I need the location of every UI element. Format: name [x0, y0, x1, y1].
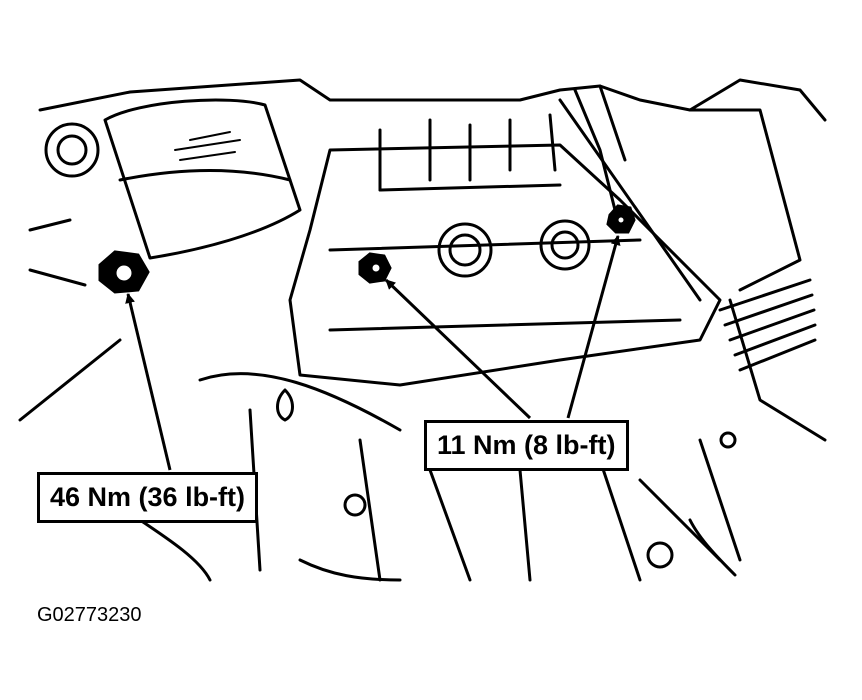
arrow-center	[384, 278, 532, 420]
torque-callout-right: 11 Nm (8 lb-ft)	[424, 420, 629, 471]
torque-callout-left: 46 Nm (36 lb-ft)	[37, 472, 259, 523]
figure-id: G02773230	[37, 604, 142, 626]
right-pipe	[688, 108, 802, 292]
arrow-right	[566, 235, 621, 419]
left-boss	[44, 122, 100, 178]
manifold-body	[288, 143, 722, 387]
lower-bolt-right	[646, 541, 674, 569]
lower-bolt-left	[343, 493, 367, 517]
coolant-hose	[103, 98, 302, 260]
bolt-center-11nm	[358, 252, 392, 284]
manifold-port-right	[539, 219, 591, 271]
arrow-left	[125, 293, 172, 471]
bolt-right-11nm	[606, 204, 636, 234]
manifold-port-left	[437, 222, 493, 278]
bolt-left-46nm	[98, 250, 150, 294]
housing-outline	[38, 78, 827, 122]
